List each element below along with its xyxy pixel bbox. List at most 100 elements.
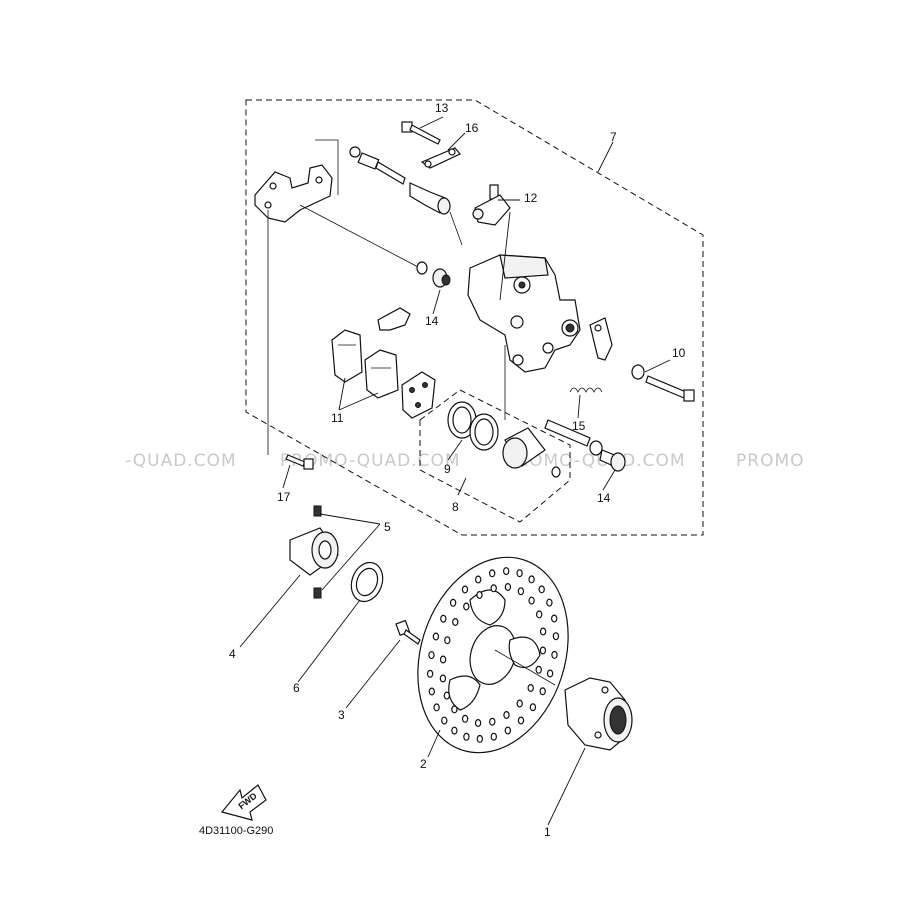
- disc-hole: [490, 584, 497, 593]
- brake-pad-right: [364, 349, 399, 399]
- bleed-screw-12: [472, 184, 511, 226]
- label-part-15: 15: [572, 419, 586, 433]
- disc-hole: [535, 665, 542, 674]
- label-part-2: 2: [420, 757, 427, 771]
- disc-hole: [489, 569, 496, 578]
- bolt-10: [631, 364, 695, 402]
- disc-hole: [439, 655, 447, 664]
- disc-hole: [517, 587, 525, 596]
- disc-hole: [444, 636, 451, 645]
- ring-6: [350, 561, 384, 603]
- disc-hole: [451, 705, 458, 714]
- return-spring-15: [569, 387, 603, 393]
- disc-hole: [546, 598, 553, 607]
- disc-hole: [441, 716, 448, 725]
- disc-hole: [503, 567, 510, 576]
- disc-hole: [432, 632, 440, 641]
- disc-hole: [489, 717, 496, 726]
- label-part-10: 10: [672, 346, 686, 360]
- disc-hole: [516, 569, 523, 578]
- brake-pad-left: [331, 329, 363, 383]
- set-screw-5-bottom: [313, 587, 322, 599]
- disc-hole: [476, 590, 483, 599]
- disc-hole: [528, 575, 535, 584]
- collar-4: [289, 527, 339, 576]
- watermark-3: PROMO-QUAD.COM: [505, 451, 686, 471]
- label-part-6: 6: [293, 681, 300, 695]
- disc-hole: [546, 669, 554, 678]
- disc-hole: [428, 651, 435, 660]
- sleeve-14-upper: [416, 261, 451, 288]
- label-part-1: 1: [544, 825, 551, 839]
- disc-hole: [461, 714, 469, 723]
- disc-hole: [426, 669, 434, 678]
- disc-hole: [539, 687, 546, 696]
- disc-hole: [551, 614, 558, 623]
- watermark-1: -QUAD.COM: [125, 451, 237, 471]
- disc-hole: [503, 710, 510, 719]
- disc-hole: [539, 646, 547, 655]
- disc-hole: [433, 703, 440, 712]
- disc-hole: [475, 575, 482, 584]
- label-part-12: 12: [524, 191, 538, 205]
- piston: [502, 427, 561, 478]
- caliper-assembly-boundary: [245, 99, 704, 536]
- pad-spring: [377, 307, 411, 331]
- disc-hole: [529, 703, 537, 712]
- retainer-clip-16: [420, 147, 461, 169]
- caliper-body: [467, 254, 581, 373]
- disc-hole: [536, 610, 543, 619]
- disc-hole: [452, 617, 459, 626]
- watermark-2: PROMO-QUAD.COM: [280, 451, 461, 471]
- bolt-17: [285, 454, 314, 470]
- caliper-bracket: [254, 164, 333, 223]
- disc-hole: [428, 687, 435, 696]
- disc-hole: [474, 718, 482, 727]
- watermark-4: PROMO: [736, 451, 805, 471]
- watermark-row: -QUAD.COM PROMO-QUAD.COM PROMO-QUAD.COM …: [125, 451, 805, 471]
- disc-hole: [517, 716, 525, 725]
- disc-hole: [461, 585, 469, 594]
- disc-hole: [504, 726, 511, 735]
- disc-hole: [551, 650, 558, 659]
- label-part-8: 8: [452, 500, 459, 514]
- piston-seal-9: [447, 401, 499, 451]
- disc-hole: [476, 734, 483, 743]
- hub-1: [564, 677, 633, 751]
- label-part-11: 11: [331, 411, 344, 425]
- fwd-arrow: FWD: [220, 784, 267, 821]
- label-part-13: 13: [435, 101, 449, 115]
- disc-hole: [463, 602, 470, 611]
- leader-lines: [239, 116, 671, 826]
- disc-hole: [527, 683, 534, 692]
- label-part-9: 9: [444, 462, 451, 476]
- brake-disc-2: [417, 556, 569, 754]
- slide-pin-lower: [544, 419, 626, 472]
- disc-hole: [528, 596, 535, 605]
- disc-hole: [440, 614, 447, 623]
- disc-hole: [552, 632, 560, 641]
- label-part-3: 3: [338, 708, 345, 722]
- disc-holes: [426, 567, 560, 743]
- label-part-16: 16: [465, 121, 479, 135]
- disc-hole: [539, 627, 547, 636]
- label-part-7: 7: [610, 130, 617, 144]
- label-part-14-lower: 14: [597, 491, 611, 505]
- bolt-13: [401, 121, 441, 145]
- caliper-arm: [589, 317, 613, 361]
- pad-shim: [401, 371, 436, 419]
- label-part-4: 4: [229, 647, 236, 661]
- disc-hole: [490, 732, 497, 741]
- bolt-3: [395, 619, 421, 645]
- set-screw-5-top: [313, 505, 322, 517]
- part-labels: 1 2 3 4 5 6 7 8 9 10 11 12 13 14 14 15 1…: [229, 101, 686, 839]
- label-part-14-upper: 14: [425, 314, 439, 328]
- label-part-5: 5: [384, 520, 391, 534]
- disc-hole: [439, 674, 447, 683]
- disc-hole: [451, 726, 458, 735]
- disc-hole: [504, 582, 512, 591]
- drawing-code: 4D31100-G290: [199, 825, 273, 837]
- disc-hole: [538, 585, 545, 594]
- disc-hole: [516, 699, 523, 708]
